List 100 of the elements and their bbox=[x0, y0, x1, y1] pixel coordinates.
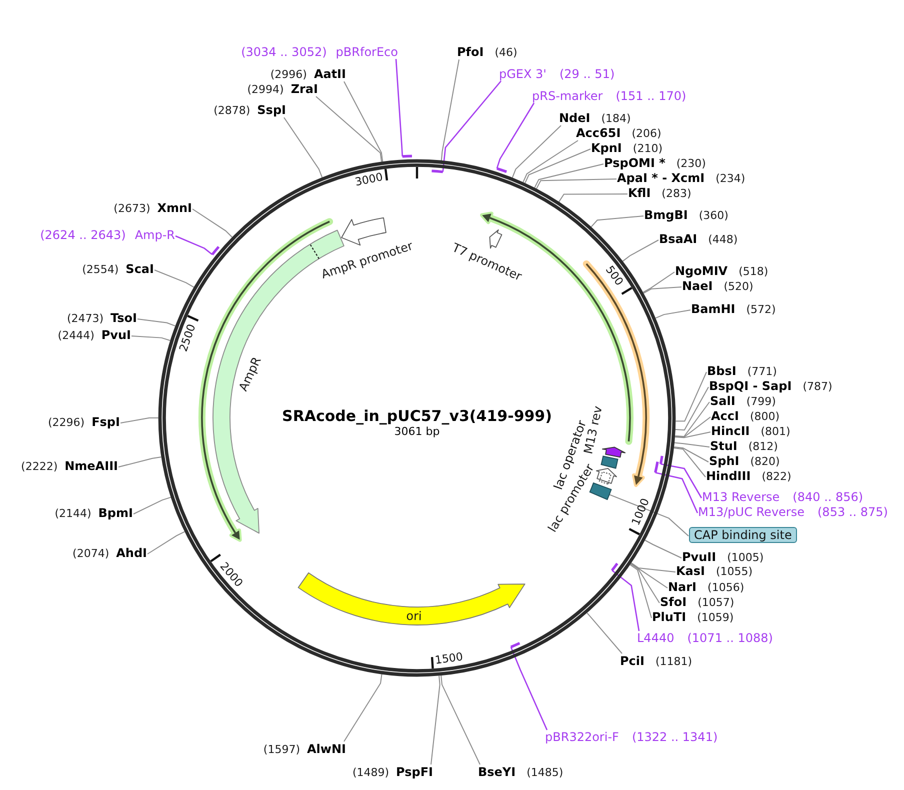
cut-position: (2222) bbox=[21, 460, 58, 474]
cut-position: (1055) bbox=[716, 564, 753, 578]
cut-position: (230) bbox=[676, 156, 706, 170]
leader-line bbox=[120, 417, 159, 424]
enzyme-name: PspFI bbox=[396, 764, 433, 778]
leader-line bbox=[612, 570, 640, 632]
primer-marker bbox=[610, 561, 620, 573]
leader-line bbox=[674, 432, 711, 438]
primer-name: Amp-R bbox=[134, 228, 175, 242]
cut-position: (2673) bbox=[114, 202, 150, 216]
enzyme-name: TsoI bbox=[110, 310, 137, 324]
leader-line bbox=[586, 612, 622, 654]
enzyme-name: PvuII bbox=[682, 550, 716, 564]
leader-line bbox=[674, 402, 710, 438]
primer-name: L4440 bbox=[637, 631, 674, 645]
cut-position: (448) bbox=[708, 232, 738, 246]
primer-range: (29 .. 51) bbox=[559, 67, 615, 81]
leader-line bbox=[675, 372, 707, 422]
leader-line bbox=[344, 81, 384, 162]
leader-line bbox=[644, 540, 682, 558]
enzyme-name: AatII bbox=[314, 66, 346, 80]
cut-position: (2994) bbox=[247, 82, 284, 96]
cut-position: (799) bbox=[746, 394, 776, 408]
cut-position: (771) bbox=[747, 364, 777, 378]
enzyme-name: SfoI bbox=[660, 594, 687, 608]
enzyme-name: BbsI bbox=[707, 364, 736, 378]
leader-line bbox=[175, 235, 213, 256]
leader-line bbox=[395, 58, 404, 156]
enzyme-name: NaeI bbox=[682, 278, 713, 292]
enzyme-name: ApaI * - XcmI bbox=[617, 170, 705, 184]
feature-box bbox=[599, 454, 620, 471]
primer-marker bbox=[658, 453, 665, 467]
primer-name: pBRforEco bbox=[336, 45, 398, 59]
primer-range: (3034 .. 3052) bbox=[241, 45, 327, 59]
cut-position: (572) bbox=[746, 302, 776, 316]
primer-marker bbox=[400, 154, 414, 159]
enzyme-name: HindIII bbox=[706, 468, 751, 482]
enzyme-name: NgoMIV bbox=[675, 264, 728, 278]
leader-line bbox=[558, 194, 628, 202]
leader-line bbox=[608, 494, 689, 536]
tick-label: 1000 bbox=[629, 496, 654, 528]
leader-line bbox=[622, 240, 659, 262]
cut-position: (210) bbox=[632, 142, 662, 156]
feature-label: CAP binding site bbox=[689, 527, 797, 543]
leader-line bbox=[496, 102, 535, 169]
leader-line bbox=[630, 562, 676, 572]
primer-name: M13 Reverse bbox=[702, 490, 780, 504]
leader-line bbox=[430, 675, 440, 765]
leader-line bbox=[316, 96, 382, 162]
cut-position: (2296) bbox=[48, 416, 85, 430]
leader-line bbox=[630, 564, 652, 618]
enzyme-name: SalI bbox=[710, 394, 736, 408]
cut-position: (1057) bbox=[698, 596, 734, 610]
leader-line bbox=[590, 216, 644, 228]
enzyme-name: BpmI bbox=[98, 506, 133, 520]
leader-line bbox=[534, 164, 604, 188]
plasmid-name: SRAcode_in_pUC57_v3(419-999) bbox=[282, 407, 552, 425]
leader-line bbox=[655, 472, 698, 514]
primer-range: (1071 .. 1088) bbox=[687, 631, 773, 645]
leader-line bbox=[137, 318, 176, 326]
leader-line bbox=[510, 646, 548, 730]
enzyme-name: NarI bbox=[668, 580, 697, 594]
tick-label: 1500 bbox=[434, 650, 464, 668]
leader-line bbox=[442, 80, 502, 172]
leader-line bbox=[630, 563, 660, 604]
leader-line bbox=[642, 272, 675, 293]
primer-marker bbox=[494, 166, 509, 174]
cut-position: (518) bbox=[738, 264, 768, 278]
leader-line bbox=[131, 336, 171, 341]
enzyme-name: ScaI bbox=[126, 262, 154, 276]
leader-line bbox=[440, 675, 480, 765]
primer-marker bbox=[429, 168, 445, 174]
cut-position: (206) bbox=[632, 126, 662, 140]
enzyme-name: FspI bbox=[92, 414, 120, 428]
leader-line bbox=[673, 448, 706, 478]
leader-line bbox=[344, 674, 382, 742]
enzyme-name: NmeAIII bbox=[64, 458, 118, 472]
leader-line bbox=[522, 140, 578, 183]
cut-position: (1056) bbox=[708, 580, 744, 594]
enzyme-name: BamHI bbox=[691, 302, 736, 316]
leader-line bbox=[133, 496, 172, 514]
cut-position: (1489) bbox=[352, 766, 390, 780]
leader-line bbox=[674, 416, 711, 438]
cut-position: (184) bbox=[601, 112, 631, 126]
enzyme-name: AhdI bbox=[116, 546, 147, 560]
cut-position: (2074) bbox=[72, 546, 110, 560]
enzyme-name: KflI bbox=[628, 186, 651, 200]
cut-position: (360) bbox=[698, 208, 728, 222]
primer-marker bbox=[210, 244, 221, 257]
tick-label: 3000 bbox=[354, 170, 384, 190]
cut-position: (2444) bbox=[58, 328, 94, 342]
cut-position: (1485) bbox=[526, 766, 564, 780]
cut-position: (2473) bbox=[66, 312, 104, 326]
cut-position: (1059) bbox=[697, 610, 734, 624]
enzyme-name: PvuI bbox=[101, 328, 131, 342]
cut-position: (2878) bbox=[214, 104, 250, 118]
enzyme-name: AccI bbox=[711, 408, 739, 422]
enzyme-name: PspOMI * bbox=[604, 156, 666, 170]
cut-position: (46) bbox=[494, 46, 518, 60]
cut-position: (1597) bbox=[263, 742, 300, 756]
